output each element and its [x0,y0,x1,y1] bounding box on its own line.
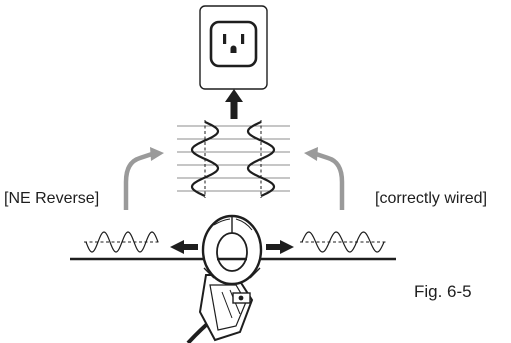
correct-waveform [300,231,386,253]
ne-reverse-curved-arrow [123,147,164,210]
ne-reverse-label: [NE Reverse] [4,190,100,207]
combined-waveform-grid [177,120,290,198]
clamp-meter-icon [186,214,263,343]
arrow-right-icon [266,240,294,254]
correctly-wired-curved-arrow [304,147,345,210]
arrow-left-icon [170,240,198,254]
arrow-up-icon [225,89,243,119]
wall-outlet-icon [199,5,268,90]
correctly-wired-label: [correctly wired] [375,190,488,207]
figure-caption: Fig. 6-5 [414,282,472,301]
ne-reverse-waveform [84,231,160,253]
